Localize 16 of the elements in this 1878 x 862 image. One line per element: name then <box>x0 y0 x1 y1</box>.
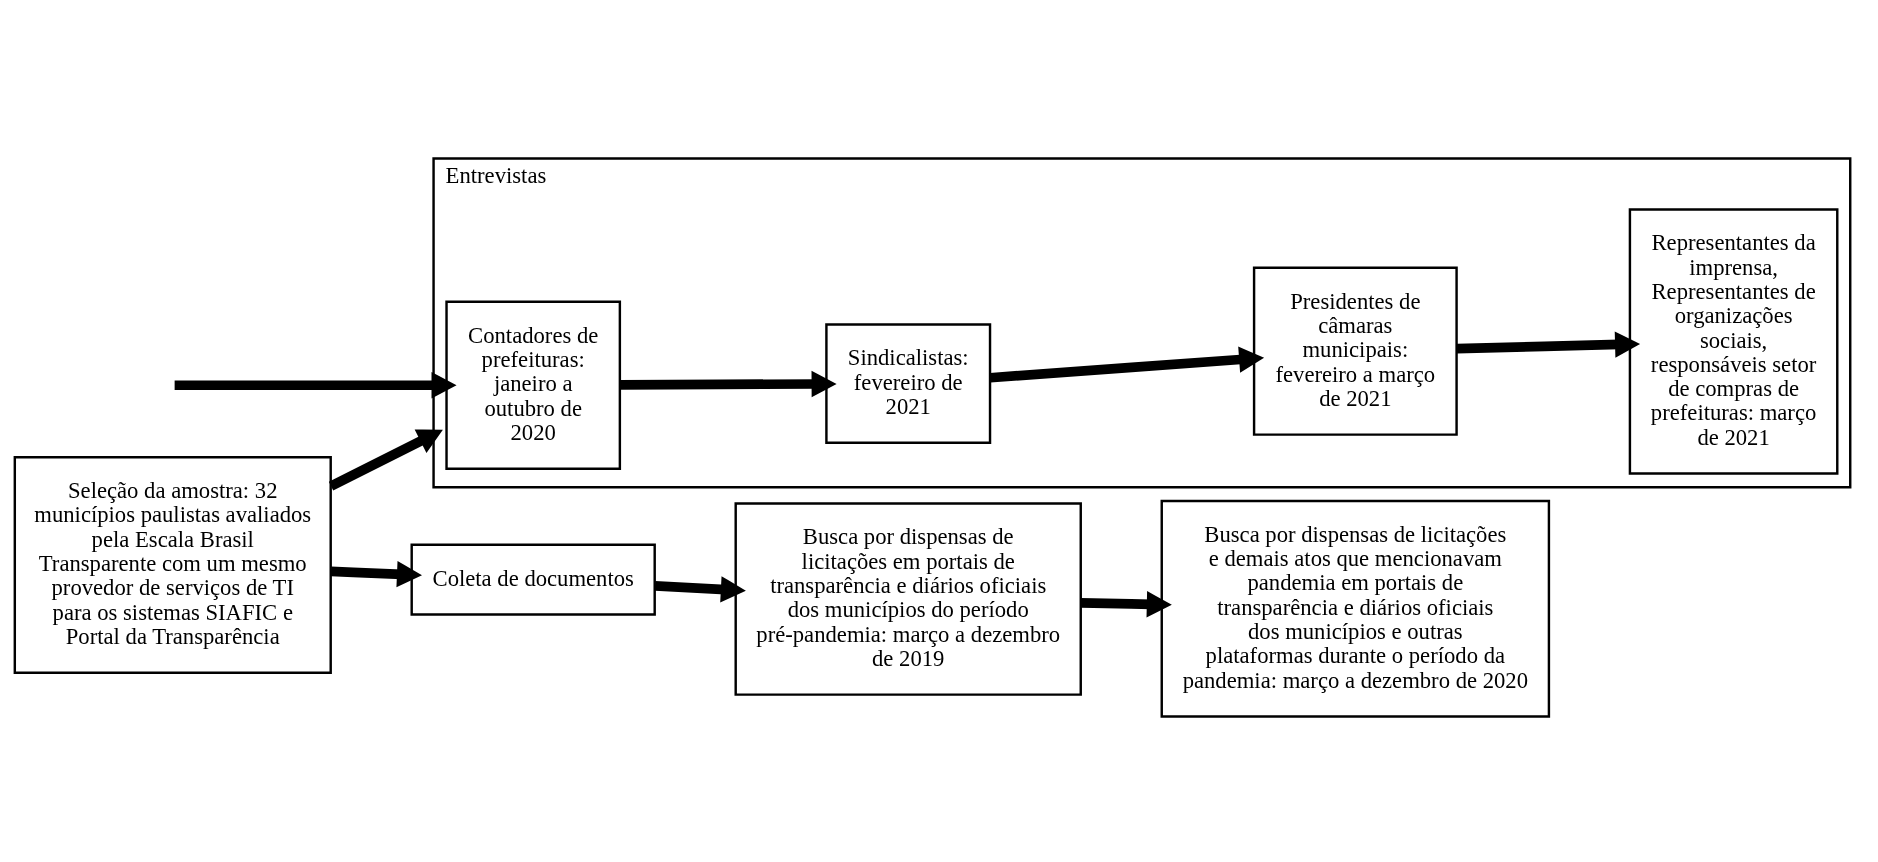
node-box: Busca por dispensas de licitações em portais de transparência e diários oficiais dos municípios do período pré-pandemia: março a dezembro de 2019 <box>734 502 1082 696</box>
node-box: Presidentes de câmaras municipais: fevereiro a março de 2021 <box>1252 266 1458 436</box>
arrow <box>1456 331 1641 358</box>
node-box: Contadores de prefeituras: janeiro a outubro de 2020 <box>445 300 622 470</box>
arrow <box>989 346 1265 383</box>
arrow <box>654 576 746 603</box>
node-box: Busca por dispensas de licitações e demais atos que mencionavam pandemia em portais de transparência e diários oficiais dos municípios e outras plataformas durante o período da pandemia: março a dezembro de 2020 <box>1160 499 1551 718</box>
node-box: Sindicalistas: fevereiro de 2021 <box>825 323 992 444</box>
arrow <box>174 372 457 399</box>
arrow <box>620 370 837 398</box>
arrow <box>1080 591 1172 618</box>
node-box: Representantes da imprensa, Representantes de organizações sociais, responsáveis setor de compras de prefeituras: março de 2021 <box>1628 208 1839 475</box>
node-box: Seleção da amostra: 32 municípios paulistas avaliados pela Escala Brasil Transparente com um mesmo provedor de serviços de TI para os sistemas SIAFIC e Portal da Transparência <box>13 456 332 674</box>
arrow <box>328 429 443 491</box>
node-box: Coleta de documentos <box>410 543 656 616</box>
arrow <box>330 561 422 588</box>
